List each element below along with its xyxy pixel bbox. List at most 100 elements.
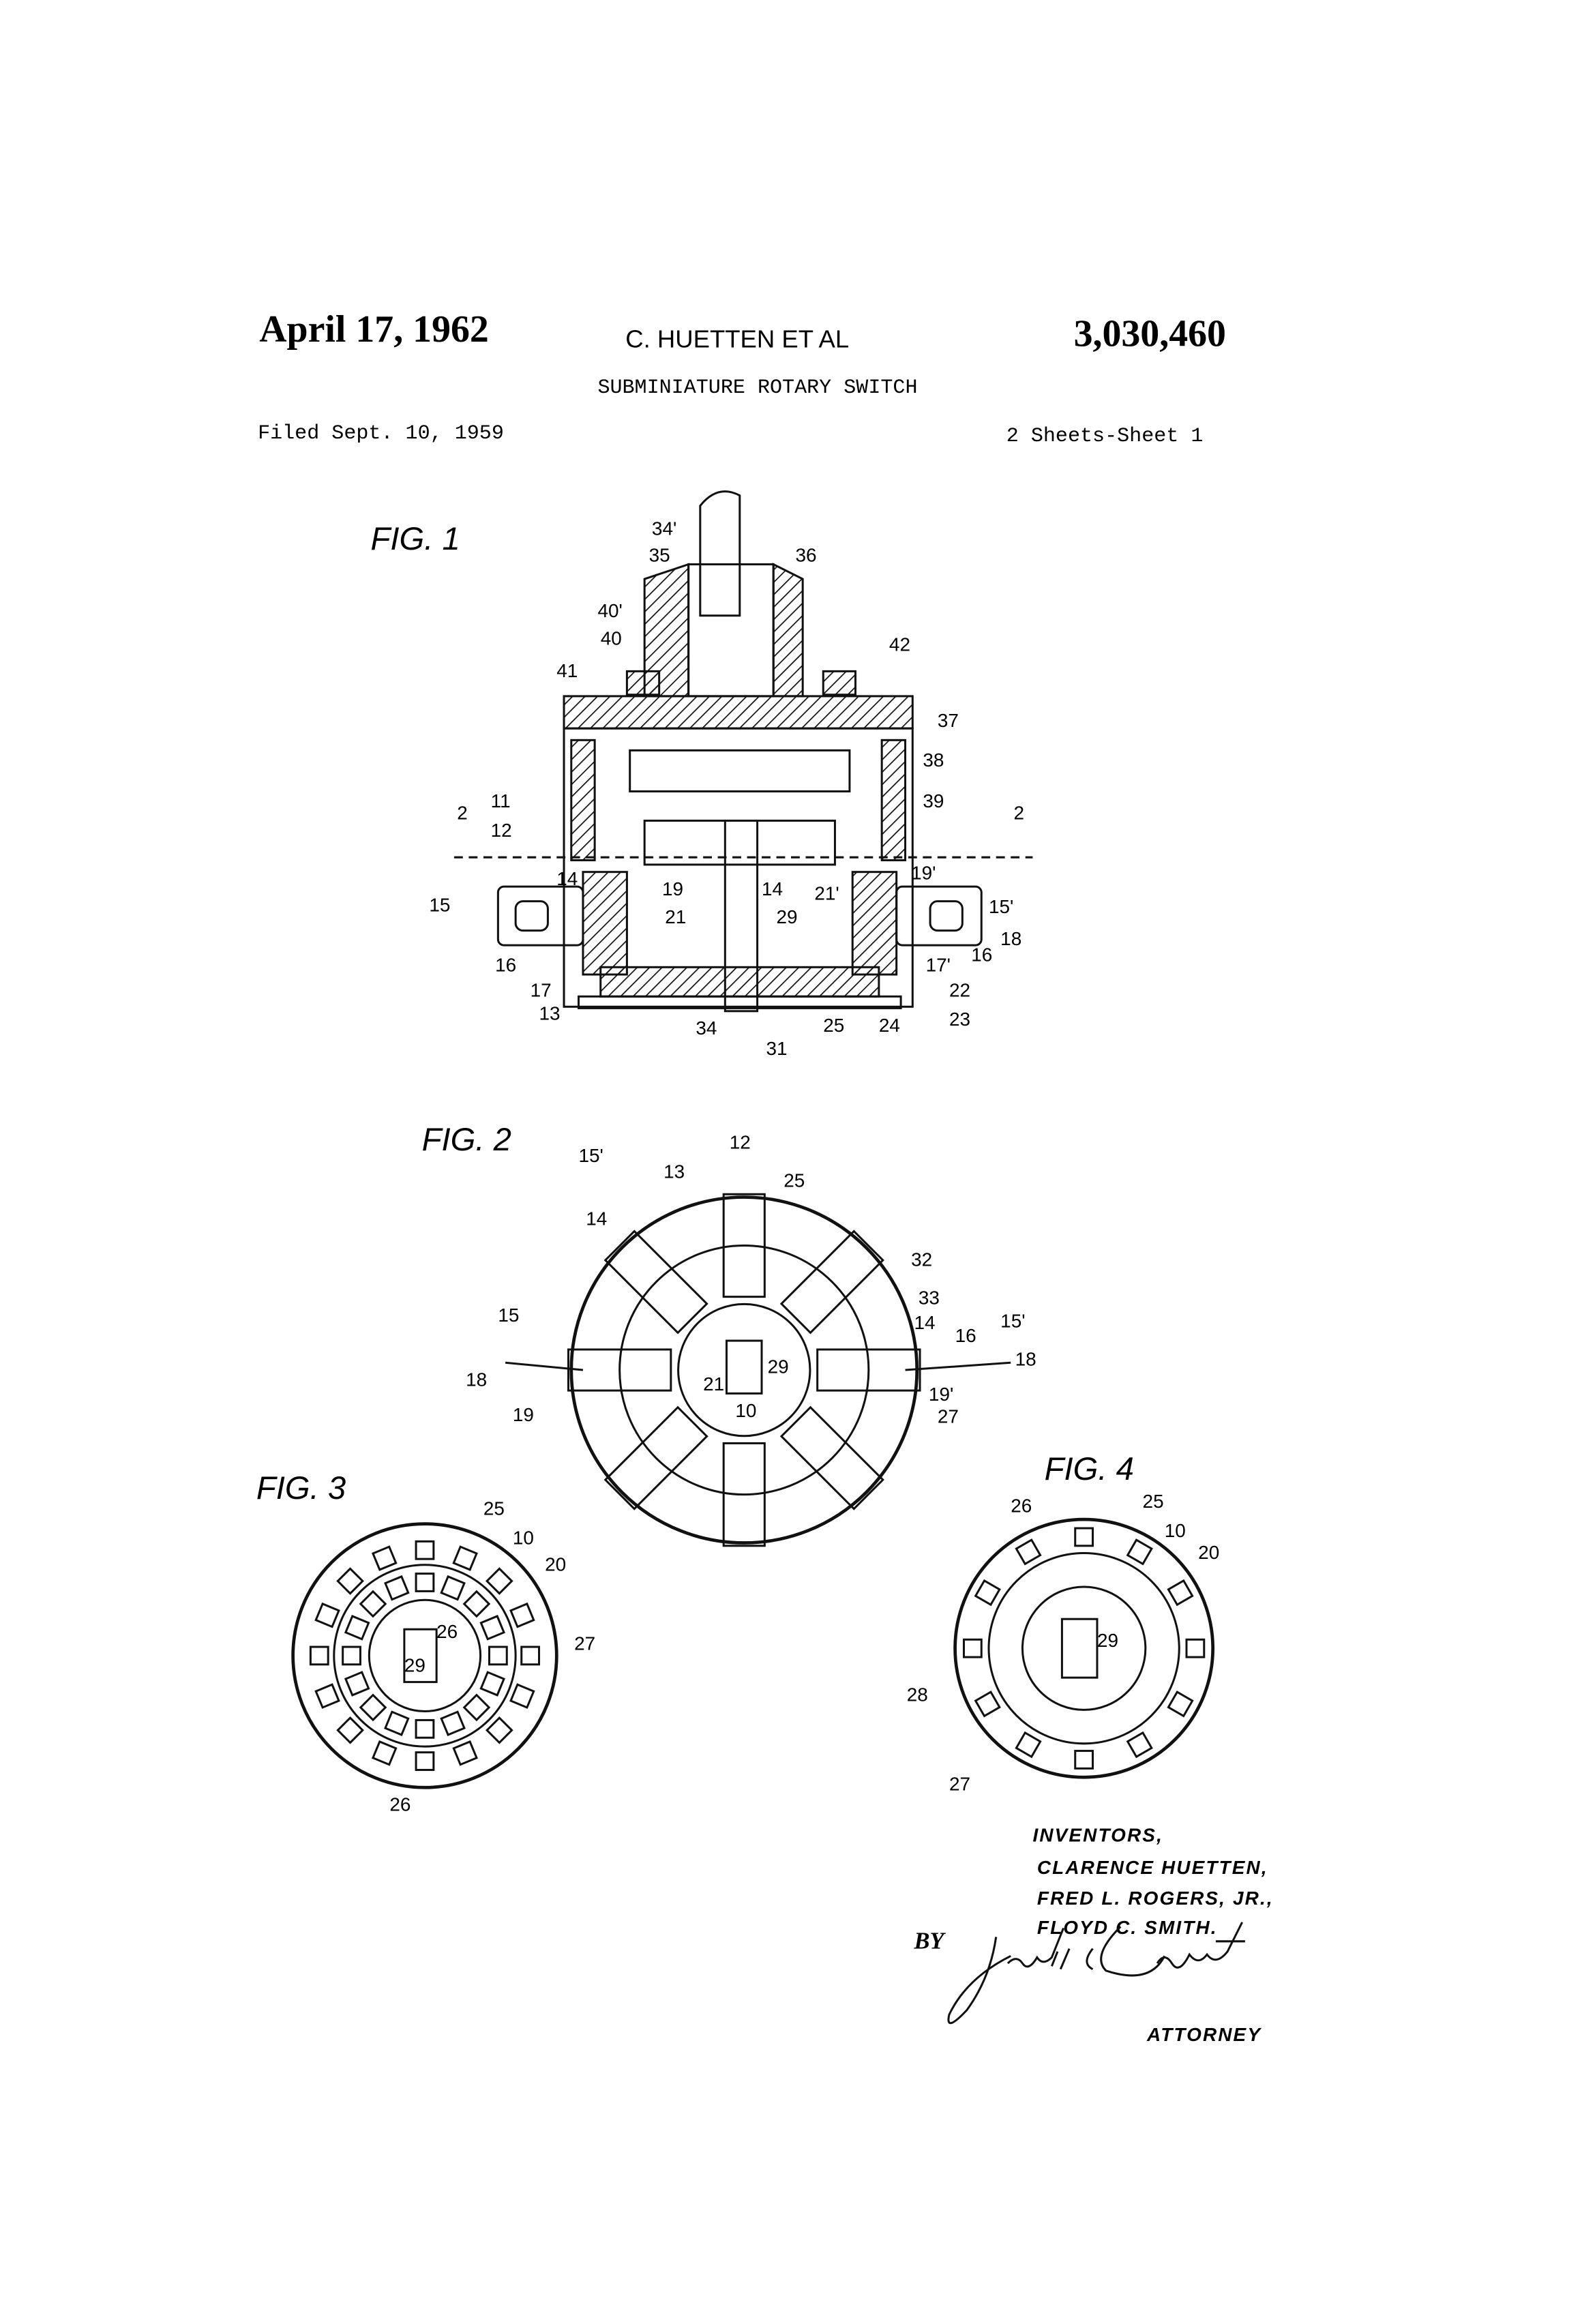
contact-segment [481,1616,504,1639]
reference-numeral: 36 [795,544,816,565]
inventor-name: CLARENCE HUETTEN, [1037,1857,1268,1878]
reference-numeral: 19 [513,1404,534,1425]
contact-segment [489,1647,507,1665]
contact-segment [487,1718,511,1742]
contact-segment [338,1718,362,1742]
reference-numeral: 25 [1143,1491,1164,1512]
figure-4-rotor-view [955,1519,1213,1777]
contact-segment [511,1604,534,1627]
reference-numeral: 19 [662,878,683,899]
contact-segment [1016,1733,1040,1757]
contact-segment [338,1568,362,1593]
reference-numeral: 40 [601,628,622,649]
reference-numeral: 19' [911,862,936,883]
reference-numeral: 14 [586,1208,607,1229]
reference-numeral: 19' [929,1384,953,1405]
reference-numeral: 14 [556,868,578,889]
inventors-label: INVENTORS, [1032,1825,1163,1846]
reference-numeral: 35 [649,544,670,565]
figure-1-cross-section [454,492,1033,1011]
reference-numeral: 13 [539,1003,561,1024]
contact-segment [361,1592,385,1616]
reference-numeral: 27 [949,1774,970,1795]
reference-numeral: 15' [989,896,1013,917]
contact-segment [310,1647,328,1665]
contact-segment [522,1647,539,1665]
reference-numeral: 15 [498,1305,519,1326]
reference-numeral: 15 [429,895,450,916]
reference-numeral: 26 [389,1794,411,1815]
contact-segment [385,1712,408,1735]
reference-numeral: 26 [436,1621,458,1642]
contact-segment [1075,1751,1093,1769]
contact-segment [511,1684,534,1708]
contact-segment [1168,1692,1192,1716]
patent-number: 3,030,460 [1074,312,1226,355]
contact-segment [464,1592,489,1616]
reference-numeral: 10 [513,1528,534,1549]
reference-numeral: 23 [949,1009,970,1030]
reference-numeral: 15' [1000,1311,1025,1332]
reference-numeral: 17' [926,955,951,976]
contact-segment [976,1692,1000,1716]
filed-date: Filed Sept. 10, 1959 [258,422,504,445]
reference-numeral: 18 [1000,928,1021,949]
figure-2-reference-numerals: 15'12132514323315141615'181821291919'102… [466,1132,1036,1427]
contact-segment [453,1742,477,1765]
reference-numeral: 16 [971,944,992,966]
reference-numeral: 11 [491,790,511,811]
reference-numeral: 40' [597,600,622,621]
reference-numeral: 38 [923,749,944,771]
reference-numeral: 26 [1011,1495,1032,1516]
reference-numeral: 12 [730,1132,751,1153]
figure-2-plan-view [505,1194,1011,1546]
reference-numeral: 25 [783,1170,805,1191]
contact-segment [441,1712,464,1735]
contact-segment [976,1581,1000,1605]
reference-numeral: 15' [579,1145,603,1166]
reference-numeral: 34' [652,518,676,539]
reference-numeral: 27 [574,1633,595,1654]
reference-numeral: 16 [495,955,516,976]
reference-numeral: 10 [735,1400,756,1421]
reference-numeral: 34 [696,1017,717,1039]
by-label: BY [913,1928,946,1954]
contact-segment [361,1695,385,1720]
contact-segment [1075,1528,1093,1546]
contact-segment [441,1577,464,1600]
reference-numeral: 39 [923,790,944,811]
contact-segment [346,1616,369,1639]
contact-segment [343,1647,361,1665]
reference-numeral: 29 [1097,1630,1118,1651]
contact-segment [1016,1540,1040,1564]
contact-segment [416,1574,434,1592]
reference-numeral: 21' [814,882,839,904]
reference-numeral: 2 [457,802,468,823]
reference-numeral: 25 [823,1015,844,1036]
reference-numeral: 29 [777,906,798,927]
reference-numeral: 21 [665,906,686,927]
reference-numeral: 17 [531,979,552,1000]
reference-numeral: 31 [766,1038,787,1059]
contact-segment [346,1672,369,1695]
reference-numeral: 37 [938,710,959,731]
reference-numeral: 24 [879,1015,900,1036]
contact-segment [1128,1540,1152,1564]
contact-segment [385,1577,408,1600]
patent-title: SUBMINIATURE ROTARY SWITCH [597,376,917,400]
figure-2-title: FIG. 2 [422,1122,511,1158]
contact-segment [481,1672,504,1695]
contact-segment [373,1547,396,1570]
inventor-heading: C. HUETTEN ET AL [625,325,849,353]
contact-segment [487,1568,511,1593]
contact-segment [964,1639,981,1657]
inventor-name: FLOYD C. SMITH. [1037,1917,1218,1938]
reference-numeral: 20 [1198,1542,1219,1563]
reference-numeral: 18 [1015,1349,1036,1370]
contact-segment [1128,1733,1152,1757]
reference-numeral: 29 [768,1356,789,1377]
patent-date: April 17, 1962 [259,308,489,351]
contact-segment [1186,1639,1204,1657]
reference-numeral: 42 [889,634,910,655]
reference-numeral: 2 [1014,802,1025,823]
